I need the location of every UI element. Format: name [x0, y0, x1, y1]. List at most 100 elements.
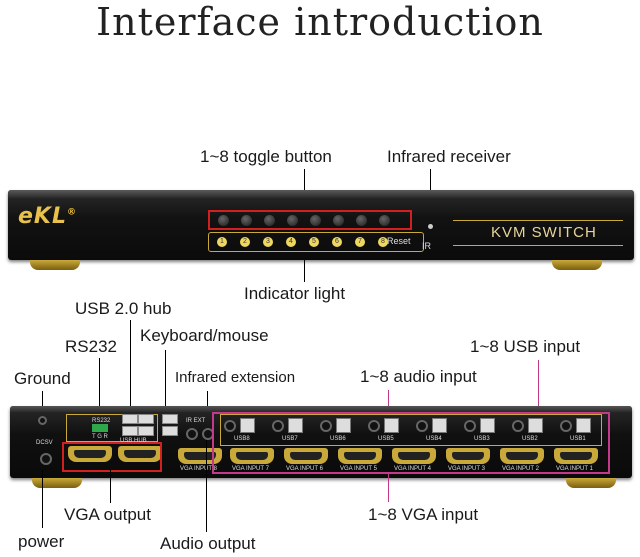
- keyboard-mouse-port[interactable]: [162, 426, 178, 436]
- front-panel: eKL® 1 2 3 4 5 6 7 8 Reset IR KVM SWITCH: [8, 190, 634, 260]
- usb-hub-port[interactable]: [138, 414, 154, 424]
- indicator-led: 2: [240, 237, 250, 247]
- keyboard-mouse-port[interactable]: [162, 414, 178, 424]
- leader-rs232: [99, 358, 100, 410]
- usb-input-port[interactable]: [384, 418, 399, 433]
- indicator-led: 7: [355, 237, 365, 247]
- rear-top-strip: [10, 406, 632, 412]
- usb-input-port[interactable]: [432, 418, 447, 433]
- usb-input-port[interactable]: [288, 418, 303, 433]
- audio-input-jack-icon[interactable]: [464, 420, 476, 432]
- rs232-label: RS232: [92, 418, 111, 424]
- leader-audio-input: [388, 390, 389, 412]
- toggle-button[interactable]: [241, 215, 252, 226]
- toggle-button[interactable]: [333, 215, 344, 226]
- front-top-strip: [8, 190, 634, 198]
- vga-output-port[interactable]: [68, 446, 112, 462]
- label-infrared-extension: Infrared extension: [175, 369, 296, 386]
- label-toggle-button: 1~8 toggle button: [200, 147, 332, 166]
- label-keyboard-mouse: Keyboard/mouse: [140, 326, 269, 345]
- audio-input-jack-icon[interactable]: [368, 420, 380, 432]
- usb-port-label: USB6: [330, 436, 346, 442]
- usb-input-port[interactable]: [240, 418, 255, 433]
- usb-hub-port[interactable]: [122, 414, 138, 424]
- ir-extension-jack-icon[interactable]: [186, 428, 198, 440]
- vga-input-label: VGA INPUT 6: [286, 466, 323, 472]
- power-jack-icon[interactable]: [40, 453, 52, 465]
- label-indicator-light: Indicator light: [244, 284, 346, 303]
- rear-foot-right: [566, 478, 616, 488]
- audio-input-jack-icon[interactable]: [560, 420, 572, 432]
- vga-input-port[interactable]: [230, 448, 274, 464]
- vga-input-port[interactable]: [284, 448, 328, 464]
- audio-input-jack-icon[interactable]: [512, 420, 524, 432]
- label-audio-input: 1~8 audio input: [360, 367, 477, 386]
- rear-foot-left: [32, 478, 82, 488]
- vga-output-highlight-box: [62, 442, 162, 472]
- label-vga-output: VGA output: [64, 505, 151, 524]
- ir-ext-label: IR EXT: [186, 418, 206, 424]
- vga-input-port[interactable]: [446, 448, 490, 464]
- toggle-button[interactable]: [218, 215, 229, 226]
- label-infrared-receiver: Infrared receiver: [387, 147, 511, 166]
- audio-input-jack-icon[interactable]: [416, 420, 428, 432]
- leader-usb-input: [538, 360, 539, 412]
- reset-label: Reset: [387, 236, 411, 246]
- rear-panel: DCSV RS232 T G R USB HUB IR EXT USB8 USB…: [10, 406, 632, 478]
- brand-mark: ®: [67, 207, 77, 218]
- usb-input-port[interactable]: [576, 418, 591, 433]
- rs232-terminal-icon[interactable]: [92, 424, 108, 432]
- label-ground: Ground: [14, 369, 71, 388]
- label-power: power: [18, 532, 65, 551]
- ir-receiver-icon: [428, 224, 433, 229]
- label-rs232: RS232: [65, 337, 117, 356]
- audio-input-jack-icon[interactable]: [224, 420, 236, 432]
- input-highlight-box: [212, 412, 610, 474]
- toggle-button[interactable]: [356, 215, 367, 226]
- indicator-led: 6: [332, 237, 342, 247]
- usb-port-label: USB5: [378, 436, 394, 442]
- label-usb-hub: USB 2.0 hub: [75, 299, 172, 318]
- toggle-button[interactable]: [310, 215, 321, 226]
- toggle-button[interactable]: [379, 215, 390, 226]
- vga-output-port[interactable]: [118, 446, 162, 462]
- usb-input-port[interactable]: [528, 418, 543, 433]
- leader-usb-hub: [130, 320, 131, 410]
- usb-port-label: USB3: [474, 436, 490, 442]
- label-usb-input: 1~8 USB input: [470, 337, 581, 356]
- vga-input-label: VGA INPUT 5: [340, 466, 377, 472]
- vga-input-label: VGA INPUT 3: [448, 466, 485, 472]
- vga-input-port[interactable]: [178, 448, 222, 464]
- audio-input-jack-icon[interactable]: [320, 420, 332, 432]
- toggle-button[interactable]: [264, 215, 275, 226]
- audio-input-jack-icon[interactable]: [272, 420, 284, 432]
- indicator-lights: 1 2 3 4 5 6 7 8 Reset: [208, 232, 424, 252]
- front-foot-left: [30, 260, 80, 270]
- usb-hub-label: USB HUB: [120, 438, 147, 444]
- usb-port-label: USB2: [522, 436, 538, 442]
- vga-input-port[interactable]: [338, 448, 382, 464]
- leader-power: [42, 470, 43, 528]
- ground-screw-icon: [38, 416, 47, 425]
- toggle-button[interactable]: [287, 215, 298, 226]
- vga-input-port[interactable]: [392, 448, 436, 464]
- brand-logo-text: eKL: [18, 204, 67, 229]
- indicator-led: 1: [217, 237, 227, 247]
- usb-port-label: USB4: [426, 436, 442, 442]
- usb-hub-port[interactable]: [138, 426, 154, 436]
- indicator-led: 3: [263, 237, 273, 247]
- usb-input-port[interactable]: [336, 418, 351, 433]
- kvm-switch-nameplate: KVM SWITCH: [453, 220, 623, 246]
- leader-audio-output: [206, 440, 207, 532]
- usb-input-port[interactable]: [480, 418, 495, 433]
- vga-input-port[interactable]: [554, 448, 598, 464]
- vga-input-port[interactable]: [500, 448, 544, 464]
- indicator-led: 8: [378, 237, 388, 247]
- ir-label: IR: [422, 241, 431, 251]
- usb-port-label: USB1: [570, 436, 586, 442]
- control-port-box: [66, 414, 158, 442]
- usb-hub-port[interactable]: [122, 426, 138, 436]
- dcsv-label: DCSV: [36, 440, 53, 446]
- label-vga-input: 1~8 VGA input: [368, 505, 479, 524]
- page-title: Interface introduction: [96, 0, 544, 44]
